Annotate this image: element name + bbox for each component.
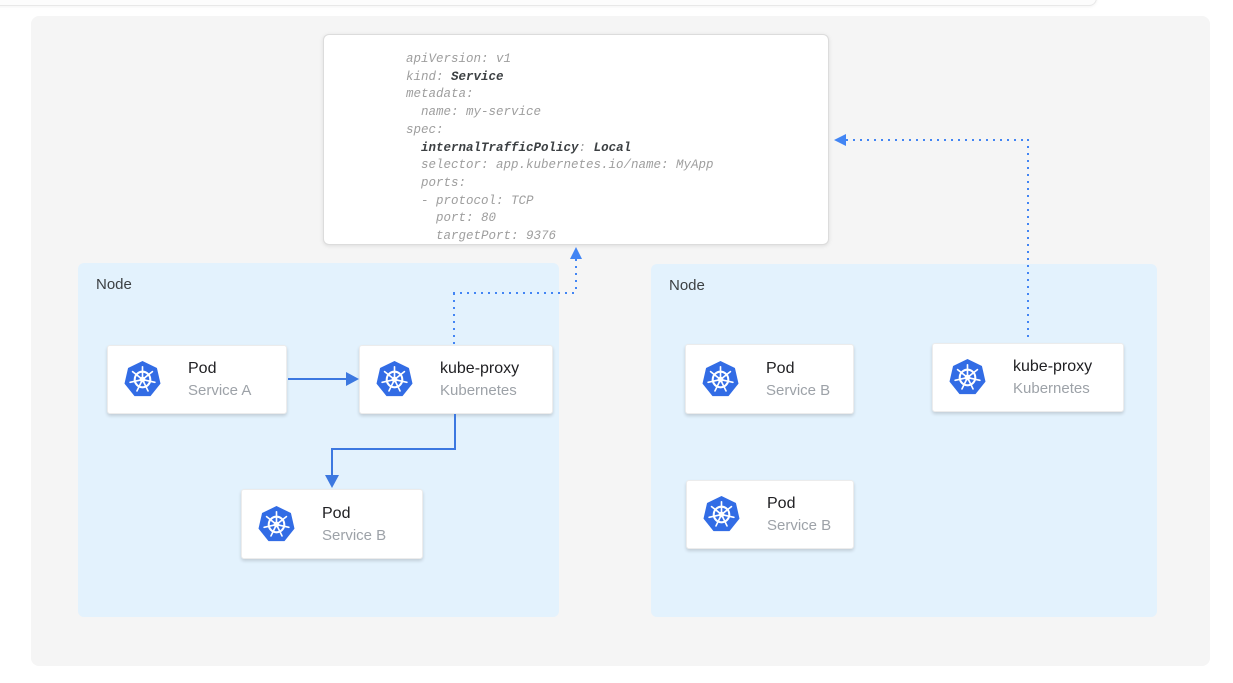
pod-service-b-card-right-top: Pod Service B — [685, 344, 854, 414]
code-line: internalTrafficPolicy: Local — [421, 140, 632, 155]
kubernetes-icon — [701, 493, 742, 536]
card-title: Pod — [767, 495, 796, 512]
card-subtitle: Service B — [767, 517, 832, 534]
kube-proxy-card-left: kube-proxy Kubernetes — [359, 345, 553, 414]
code-line: apiVersion: v1 — [406, 52, 512, 66]
node-label: Node — [96, 276, 132, 293]
dotted-segment — [575, 259, 577, 294]
kubernetes-icon — [947, 356, 988, 399]
code-line: ports: — [406, 175, 467, 190]
card-title: Pod — [766, 359, 795, 377]
card-title: kube-proxy — [440, 360, 520, 377]
code-line: port: 80 — [406, 211, 497, 226]
pod-service-b-card-left: Pod Service B — [241, 489, 423, 559]
kubernetes-icon — [122, 358, 163, 401]
code-line: metadata: — [406, 87, 474, 102]
arrowhead-down-icon — [325, 475, 339, 488]
pod-service-b-card-right-bottom: Pod Service B — [686, 480, 854, 549]
card-subtitle: Kubernetes — [1013, 380, 1090, 397]
arrow-segment — [331, 448, 333, 475]
node-right: Node — [651, 264, 1157, 617]
arrow-segment — [454, 414, 456, 450]
dotted-segment — [846, 139, 1028, 141]
code-line: name: my-service — [406, 105, 542, 120]
kubernetes-icon — [256, 503, 297, 546]
node-left: Node — [78, 263, 559, 617]
kubernetes-icon — [374, 358, 415, 401]
card-title: Pod — [322, 504, 351, 522]
card-subtitle: Service B — [766, 381, 831, 399]
arrow-segment — [288, 378, 346, 380]
arrowhead-left-icon — [834, 134, 846, 146]
card-subtitle: Service B — [322, 526, 387, 544]
card-subtitle: Service A — [188, 382, 252, 399]
arrowhead-right-icon — [346, 372, 359, 386]
kubernetes-icon — [700, 358, 741, 401]
code-line: kind: Service — [406, 69, 504, 84]
dotted-segment — [453, 293, 455, 345]
arrowhead-up-icon — [570, 247, 582, 259]
node-label: Node — [669, 277, 705, 294]
code-line: spec: — [406, 122, 444, 137]
code-line: - protocol: TCP — [406, 193, 534, 208]
pod-service-a-card: Pod Service A — [107, 345, 287, 414]
card-title: Pod — [188, 360, 217, 377]
kube-proxy-card-right: kube-proxy Kubernetes — [932, 343, 1124, 412]
dotted-segment — [453, 292, 577, 294]
arrow-segment — [331, 448, 456, 450]
card-subtitle: Kubernetes — [440, 382, 517, 399]
service-yaml-code: apiVersion: v1 kind: Service metadata: nam… — [406, 51, 828, 246]
service-yaml-card: apiVersion: v1 kind: Service metadata: nam… — [323, 34, 829, 245]
code-line: targetPort: 9376 — [406, 229, 557, 244]
code-line: selector: app.kubernetes.io/name: MyApp — [406, 158, 714, 173]
header-bottom-edge — [0, 0, 1097, 6]
dotted-segment — [1027, 139, 1029, 342]
card-title: kube-proxy — [1013, 358, 1093, 375]
